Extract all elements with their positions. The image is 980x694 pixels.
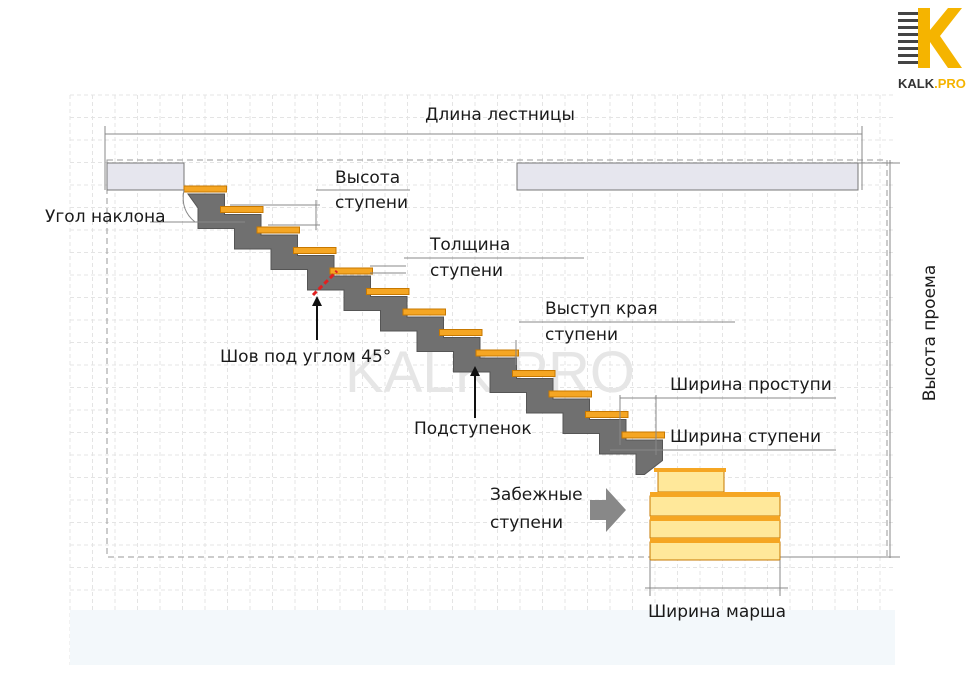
tread [512, 370, 556, 377]
slope-angle-arc [182, 189, 196, 223]
tread [475, 349, 519, 357]
riser-arrow-head [470, 366, 480, 376]
logo-bar [898, 26, 918, 29]
tread [366, 288, 410, 295]
flight-width-label: Ширина марша [648, 602, 786, 622]
tread [548, 390, 592, 398]
seam-label: Шов под углом 45° [220, 347, 391, 367]
tread [439, 329, 483, 336]
winder-step-4-tread [650, 538, 780, 543]
step-height-label-2: ступени [335, 193, 408, 213]
logo-bar [898, 12, 918, 15]
tread [183, 185, 227, 193]
winder-step-1 [657, 469, 725, 493]
nosing-label-2: ступени [545, 325, 618, 345]
tread [256, 226, 300, 234]
slope-angle-label: Угол наклона [45, 207, 166, 227]
nosing-label-1: Выступ края [545, 299, 658, 319]
winder-step-2-tread [650, 492, 780, 497]
riser-label: Подступенок [414, 419, 532, 439]
winder-step-3 [649, 519, 781, 539]
seam-45-marker [311, 269, 339, 297]
floor-band [70, 610, 895, 665]
winder-label-2: ступени [490, 513, 563, 533]
slab-right [516, 162, 859, 191]
step-height-label-1: Высота [335, 168, 400, 188]
tread [585, 411, 629, 418]
logo-bar [898, 40, 918, 43]
logo-text: KALK.PRO [898, 76, 966, 91]
winder-label-1: Забежные [490, 485, 583, 505]
tread [621, 431, 665, 439]
winder-step-3-tread [650, 516, 780, 521]
going-width-label: Ширина проступи [670, 375, 832, 395]
stair-flight [183, 185, 665, 475]
logo-bar [898, 47, 918, 50]
stringer [187, 193, 663, 475]
tread-thickness-label-1: Толщина [429, 235, 510, 255]
logo-bar [898, 54, 918, 57]
stair-length-label: Длина лестницы [425, 105, 575, 125]
tread [402, 308, 446, 316]
winder-step-1-tread [654, 468, 726, 472]
logo-k-icon [918, 8, 962, 68]
winder-arrow [590, 488, 626, 532]
winder-steps [649, 468, 781, 561]
tread [220, 206, 264, 213]
logo-bar [898, 33, 918, 36]
winder-step-2 [649, 495, 781, 517]
logo-bar [898, 19, 918, 22]
logo-bar [898, 61, 918, 64]
opening-outline [106, 159, 888, 558]
tread [293, 247, 337, 254]
winder-step-4 [649, 541, 781, 561]
tread-width-label: Ширина ступени [670, 427, 821, 447]
seam-arrow-head [312, 296, 322, 306]
kalk-pro-logo: KALK.PRO [898, 8, 966, 91]
tread-thickness-label-2: ступени [430, 261, 503, 281]
slab-left [106, 162, 185, 191]
tread [329, 267, 373, 275]
opening-height-label: Высота проема [920, 265, 940, 402]
